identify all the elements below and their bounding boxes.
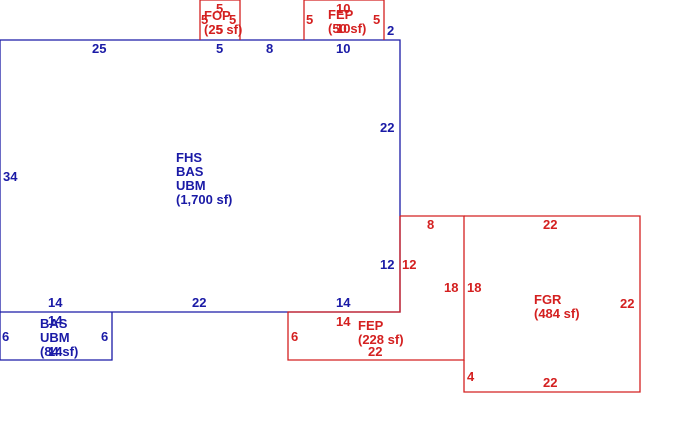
dim-garage-step: 4 <box>467 369 475 384</box>
dim-bottom-porch-right: 18 <box>444 280 458 295</box>
garage-outline <box>463 215 641 393</box>
dim-fep-top-right: 5 <box>373 12 380 27</box>
dim-fep-top-left: 5 <box>306 12 313 27</box>
dim-fop-bottom: 5 <box>216 22 223 37</box>
dim-fop-right: 5 <box>229 12 236 27</box>
lower-left-area-code-1: BAS <box>40 316 68 331</box>
dim-lower-left-bottom: 14 <box>48 344 63 359</box>
main-area-code-3: UBM <box>176 178 206 193</box>
main-area-code-1: FHS <box>176 150 202 165</box>
dim-fep-top-bottom: 10 <box>336 21 350 36</box>
top-right-porch-outline <box>303 0 385 40</box>
dim-bottom-porch-mid-top: 14 <box>336 314 351 329</box>
dim-main-top-b: 8 <box>266 41 273 56</box>
dim-main-right-lower: 12 <box>380 257 394 272</box>
lower-left-addition-outline <box>0 312 113 361</box>
dim-bottom-porch-bottom: 22 <box>368 344 382 359</box>
garage-area-size: (484 sf) <box>534 306 580 321</box>
dim-main-bottom-right: 14 <box>336 295 351 310</box>
dim-garage-left: 18 <box>467 280 481 295</box>
dim-lower-left-right: 6 <box>101 329 108 344</box>
top-right-porch-size: (50 sf) <box>328 21 366 36</box>
main-area-code-2: BAS <box>176 164 204 179</box>
top-left-porch-outline <box>199 0 241 40</box>
dim-lower-left-top: 14 <box>48 313 63 328</box>
garage-area-code: FGR <box>534 292 562 307</box>
dim-fop-left: 5 <box>201 12 208 27</box>
dim-main-top-left: 25 <box>92 41 106 56</box>
dim-fop-top: 5 <box>216 1 223 16</box>
dim-garage-top: 22 <box>543 217 557 232</box>
main-area-size: (1,700 sf) <box>176 192 232 207</box>
dim-bottom-porch-left: 6 <box>291 329 298 344</box>
dim-lower-left-left: 6 <box>2 329 9 344</box>
dim-main-left: 34 <box>3 169 18 184</box>
top-right-porch-code: FEP <box>328 7 354 22</box>
dim-bottom-porch-top: 8 <box>427 217 434 232</box>
top-left-porch-size: (25 sf) <box>204 22 242 37</box>
dim-main-top-c: 10 <box>336 41 350 56</box>
lower-left-area-size: (84 sf) <box>40 344 78 359</box>
bottom-porch-code: FEP <box>358 318 384 333</box>
dim-garage-bottom: 22 <box>543 375 557 390</box>
dim-main-bottom-mid: 22 <box>192 295 206 310</box>
dim-main-top-a: 5 <box>216 41 223 56</box>
dim-main-top-step: 2 <box>387 23 394 38</box>
dim-garage-right: 22 <box>620 296 634 311</box>
dim-main-bottom-left: 14 <box>48 295 63 310</box>
dim-fep-top-top: 10 <box>336 1 350 16</box>
top-left-porch-code: FOP <box>204 8 231 23</box>
lower-left-area-code-2: UBM <box>40 330 70 345</box>
bottom-porch-size: (228 sf) <box>358 332 404 347</box>
dim-main-right-upper: 22 <box>380 120 394 135</box>
dim-bottom-porch-left-side: 12 <box>402 257 416 272</box>
